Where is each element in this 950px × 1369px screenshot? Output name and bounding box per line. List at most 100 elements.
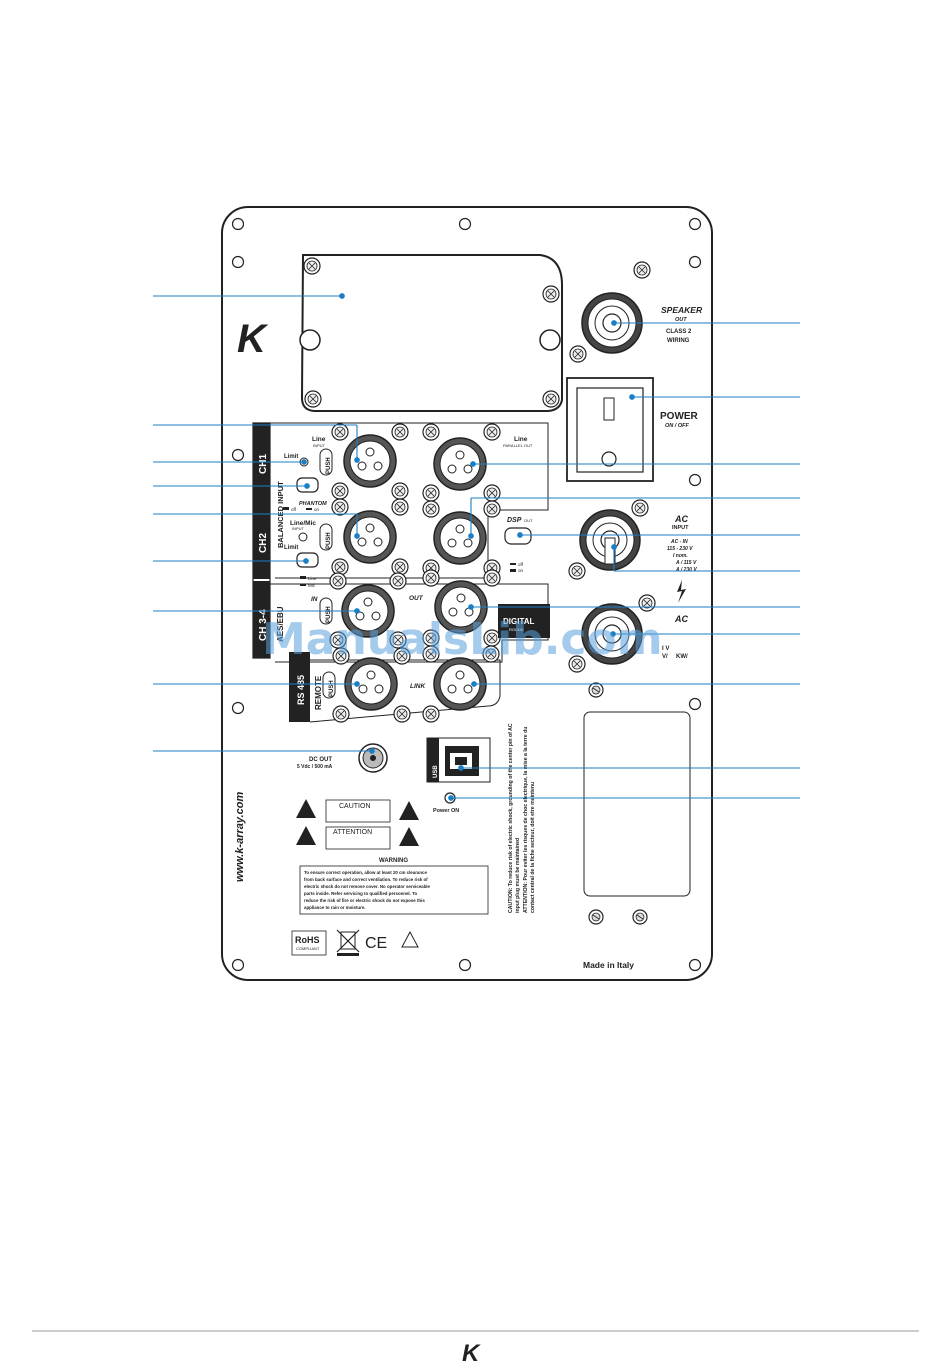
aes-ebu-label: AES/EBU (276, 606, 285, 642)
website-url: www.k-array.com (234, 792, 246, 882)
ch1-push-label: PUSH (326, 457, 332, 474)
svg-text:ATTENTION: Pour eviter les ris: ATTENTION: Pour eviter les risques de ch… (523, 727, 529, 913)
ch1-limit-label: Limit (284, 454, 298, 460)
attention-label: ATTENTION (333, 829, 372, 836)
ac-input-title: AC (674, 514, 688, 524)
phantom-title: PHANTOM (299, 501, 327, 507)
blank-plate (583, 711, 691, 897)
parallel-out-title: Line (514, 436, 528, 443)
rs485-link-label: LINK (410, 683, 426, 690)
aes-ebu-push-label: PUSH (326, 606, 332, 623)
ac-input-spec-4: A / 115 V (675, 560, 697, 566)
rohs-badge (291, 930, 327, 956)
svg-text:reduce the risk of fire or ele: reduce the risk of fire or electric shoc… (304, 898, 425, 903)
dsp-on: on (518, 568, 524, 573)
warning-title: WARNING (379, 858, 408, 864)
ch2-tab-label: CH2 (258, 533, 269, 553)
rs485-link-frame (309, 659, 501, 723)
dsp-title: DSP (507, 517, 522, 524)
ac-input-spec-3: I nom. (673, 553, 688, 559)
footer-logo: K (462, 1340, 481, 1367)
dsp-off: off (518, 562, 524, 567)
ch1-input-sub: INPUT (313, 443, 326, 448)
svg-text:appliance to rain or moisture.: appliance to rain or moisture. (304, 905, 365, 910)
speaker-out-title: SPEAKER (661, 305, 703, 315)
ch1-ch2-frame (270, 422, 549, 579)
ch2-mic-option: Mic (308, 583, 316, 588)
module-cover-plate (299, 254, 563, 412)
svg-text:parts inside. Refer servicing: parts inside. Refer servicing to qualifi… (304, 891, 417, 896)
rohs-sub: COMPLIANT (296, 946, 320, 951)
warning-triangles (296, 799, 419, 948)
caution-box (325, 799, 391, 823)
ce-mark: CE (365, 935, 387, 952)
speaker-out-class: CLASS 2 (666, 329, 692, 335)
ac-input-sub: INPUT (672, 525, 689, 531)
aes-ebu-out-label: OUT (409, 595, 424, 602)
phantom-off: off (291, 507, 297, 512)
callout-lines (153, 293, 800, 801)
svg-text:contact central de la fiche se: contact central de la fiche secteur, doi… (530, 782, 536, 913)
dc-out-spec: 5 Vdc / 500 mA (297, 764, 333, 770)
ch2-line-option: Line (308, 576, 317, 581)
made-in-label: Made in Italy (583, 960, 634, 970)
ac-link-fragment-2: V/ (662, 654, 668, 660)
usb-port[interactable] (445, 746, 479, 776)
channel-label-tabs (252, 422, 271, 659)
ch2-input-sub: INPUT (292, 526, 305, 531)
ch34-tab-label: CH 3-4 (258, 609, 269, 641)
attention-box (325, 826, 391, 850)
ac-input-connector[interactable] (579, 509, 641, 571)
watermark: ManualsLib.com (262, 614, 663, 665)
ac-link-fragment-3: KW/ (676, 654, 688, 660)
power-on-label: Power ON (433, 808, 459, 814)
rs485-tab-label: RS 485 (296, 675, 306, 705)
power-title: POWER (660, 411, 699, 422)
ac-link-fragment-1: I V (662, 646, 669, 652)
ac-input-spec-2: 115 - 230 V (667, 546, 693, 552)
rs485-push-label: PUSH (329, 680, 335, 697)
ch1-push-latch[interactable] (319, 448, 333, 476)
dc-out-connector[interactable] (358, 743, 388, 773)
ch2-limit-label: Limit (284, 545, 298, 551)
speaker-out-sub: OUT (675, 317, 687, 323)
ch2-input-title: Line/Mic (290, 520, 316, 527)
dsp-sub: OUT (524, 518, 533, 523)
rs485-remote-label: REMOTE (314, 675, 323, 710)
side-caution-text: CAUTION: To reduce risk of electric shoc… (508, 723, 536, 913)
ch2-push-label: PUSH (326, 532, 332, 549)
digital-title: DIGITAL (503, 617, 535, 626)
dsp-out-connector[interactable] (433, 511, 487, 565)
ac-input-spec-5: A / 230 V (675, 567, 697, 573)
ch1-line-input-connector[interactable] (343, 434, 397, 488)
warning-text: To ensure correct operation, allow at le… (304, 870, 430, 910)
phantom-led (298, 532, 308, 542)
dc-out-title: DC OUT (309, 757, 332, 763)
rohs-title: RoHS (295, 935, 320, 945)
ch2-line-mic-input-connector[interactable] (343, 510, 397, 564)
phantom-on: on (314, 507, 320, 512)
power-switch[interactable] (566, 377, 654, 482)
parallel-out-sub: PARALLEL OUT (503, 443, 533, 448)
brand-logo: K (237, 317, 269, 361)
power-sub: ON / OFF (665, 423, 689, 429)
weee-bin-icon (336, 929, 360, 956)
speaker-out-wiring: WIRING (667, 338, 690, 344)
caution-label: CAUTION (339, 803, 371, 810)
svg-text:To ensure correct operation, a: To ensure correct operation, allow at le… (304, 870, 427, 875)
digital-sub: ROUND (509, 627, 524, 632)
svg-text:from back surface and correct: from back surface and correct ventilatio… (304, 877, 428, 882)
svg-text:CAUTION: To reduce risk of ele: CAUTION: To reduce risk of electric shoc… (508, 723, 514, 913)
digital-badge (498, 604, 550, 638)
rs485-push-latch[interactable] (322, 671, 336, 699)
aes-ebu-in-label: IN (311, 596, 318, 603)
usb-label: USB (433, 765, 439, 778)
rs485-frame (289, 652, 310, 722)
ch1-tab-label: CH1 (258, 454, 269, 474)
ch2-push-latch[interactable] (319, 523, 333, 551)
warning-box (299, 865, 489, 915)
ch1-input-title: Line (312, 436, 326, 443)
svg-text:electric shock do not remove c: electric shock do not remove cover. No o… (304, 884, 430, 889)
ac-link-title: AC (674, 614, 688, 624)
